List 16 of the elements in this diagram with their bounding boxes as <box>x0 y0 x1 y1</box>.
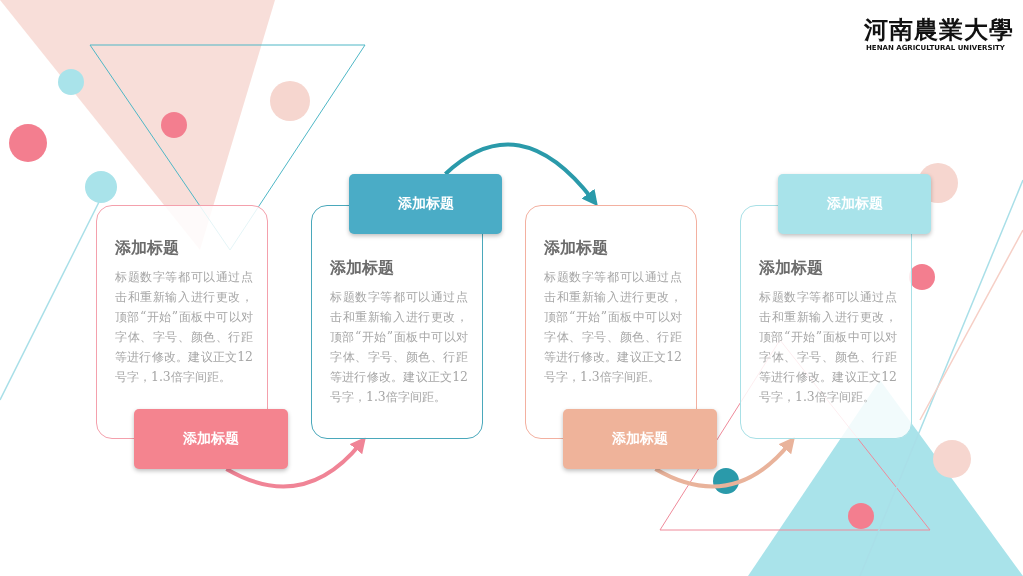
title-tab: 添加标题 <box>563 409 717 469</box>
card-body-text: 标题数字等都可以通过点击和重新输入进行更改，顶部“开始”面板中可以对字体、字号、颜色、行距等进行修改。建议正文12号字，1.3倍字间距。 <box>759 288 897 406</box>
card-title: 添加标题 <box>115 238 180 259</box>
card-title: 添加标题 <box>759 258 824 279</box>
card-title: 添加标题 <box>330 258 395 279</box>
curved-arrow <box>654 437 796 489</box>
university-name: 河南農業大學 <box>864 14 1014 44</box>
title-tab: 添加标题 <box>778 174 931 234</box>
card-body-text: 标题数字等都可以通过点击和重新输入进行更改，顶部“开始”面板中可以对字体、字号、颜色、行距等进行修改。建议正文12号字，1.3倍字间距。 <box>544 268 682 386</box>
card-body-text: 标题数字等都可以通过点击和重新输入进行更改，顶部“开始”面板中可以对字体、字号、颜色、行距等进行修改。建议正文12号字，1.3倍字间距。 <box>330 288 468 406</box>
card-body-text: 标题数字等都可以通过点击和重新输入进行更改，顶部“开始”面板中可以对字体、字号、颜色、行距等进行修改。建议正文12号字，1.3倍字间距。 <box>115 268 253 386</box>
curved-arrow <box>225 437 367 489</box>
curved-arrow <box>444 142 599 207</box>
title-tab: 添加标题 <box>134 409 288 469</box>
card-title: 添加标题 <box>544 238 609 259</box>
title-tab: 添加标题 <box>349 174 502 234</box>
